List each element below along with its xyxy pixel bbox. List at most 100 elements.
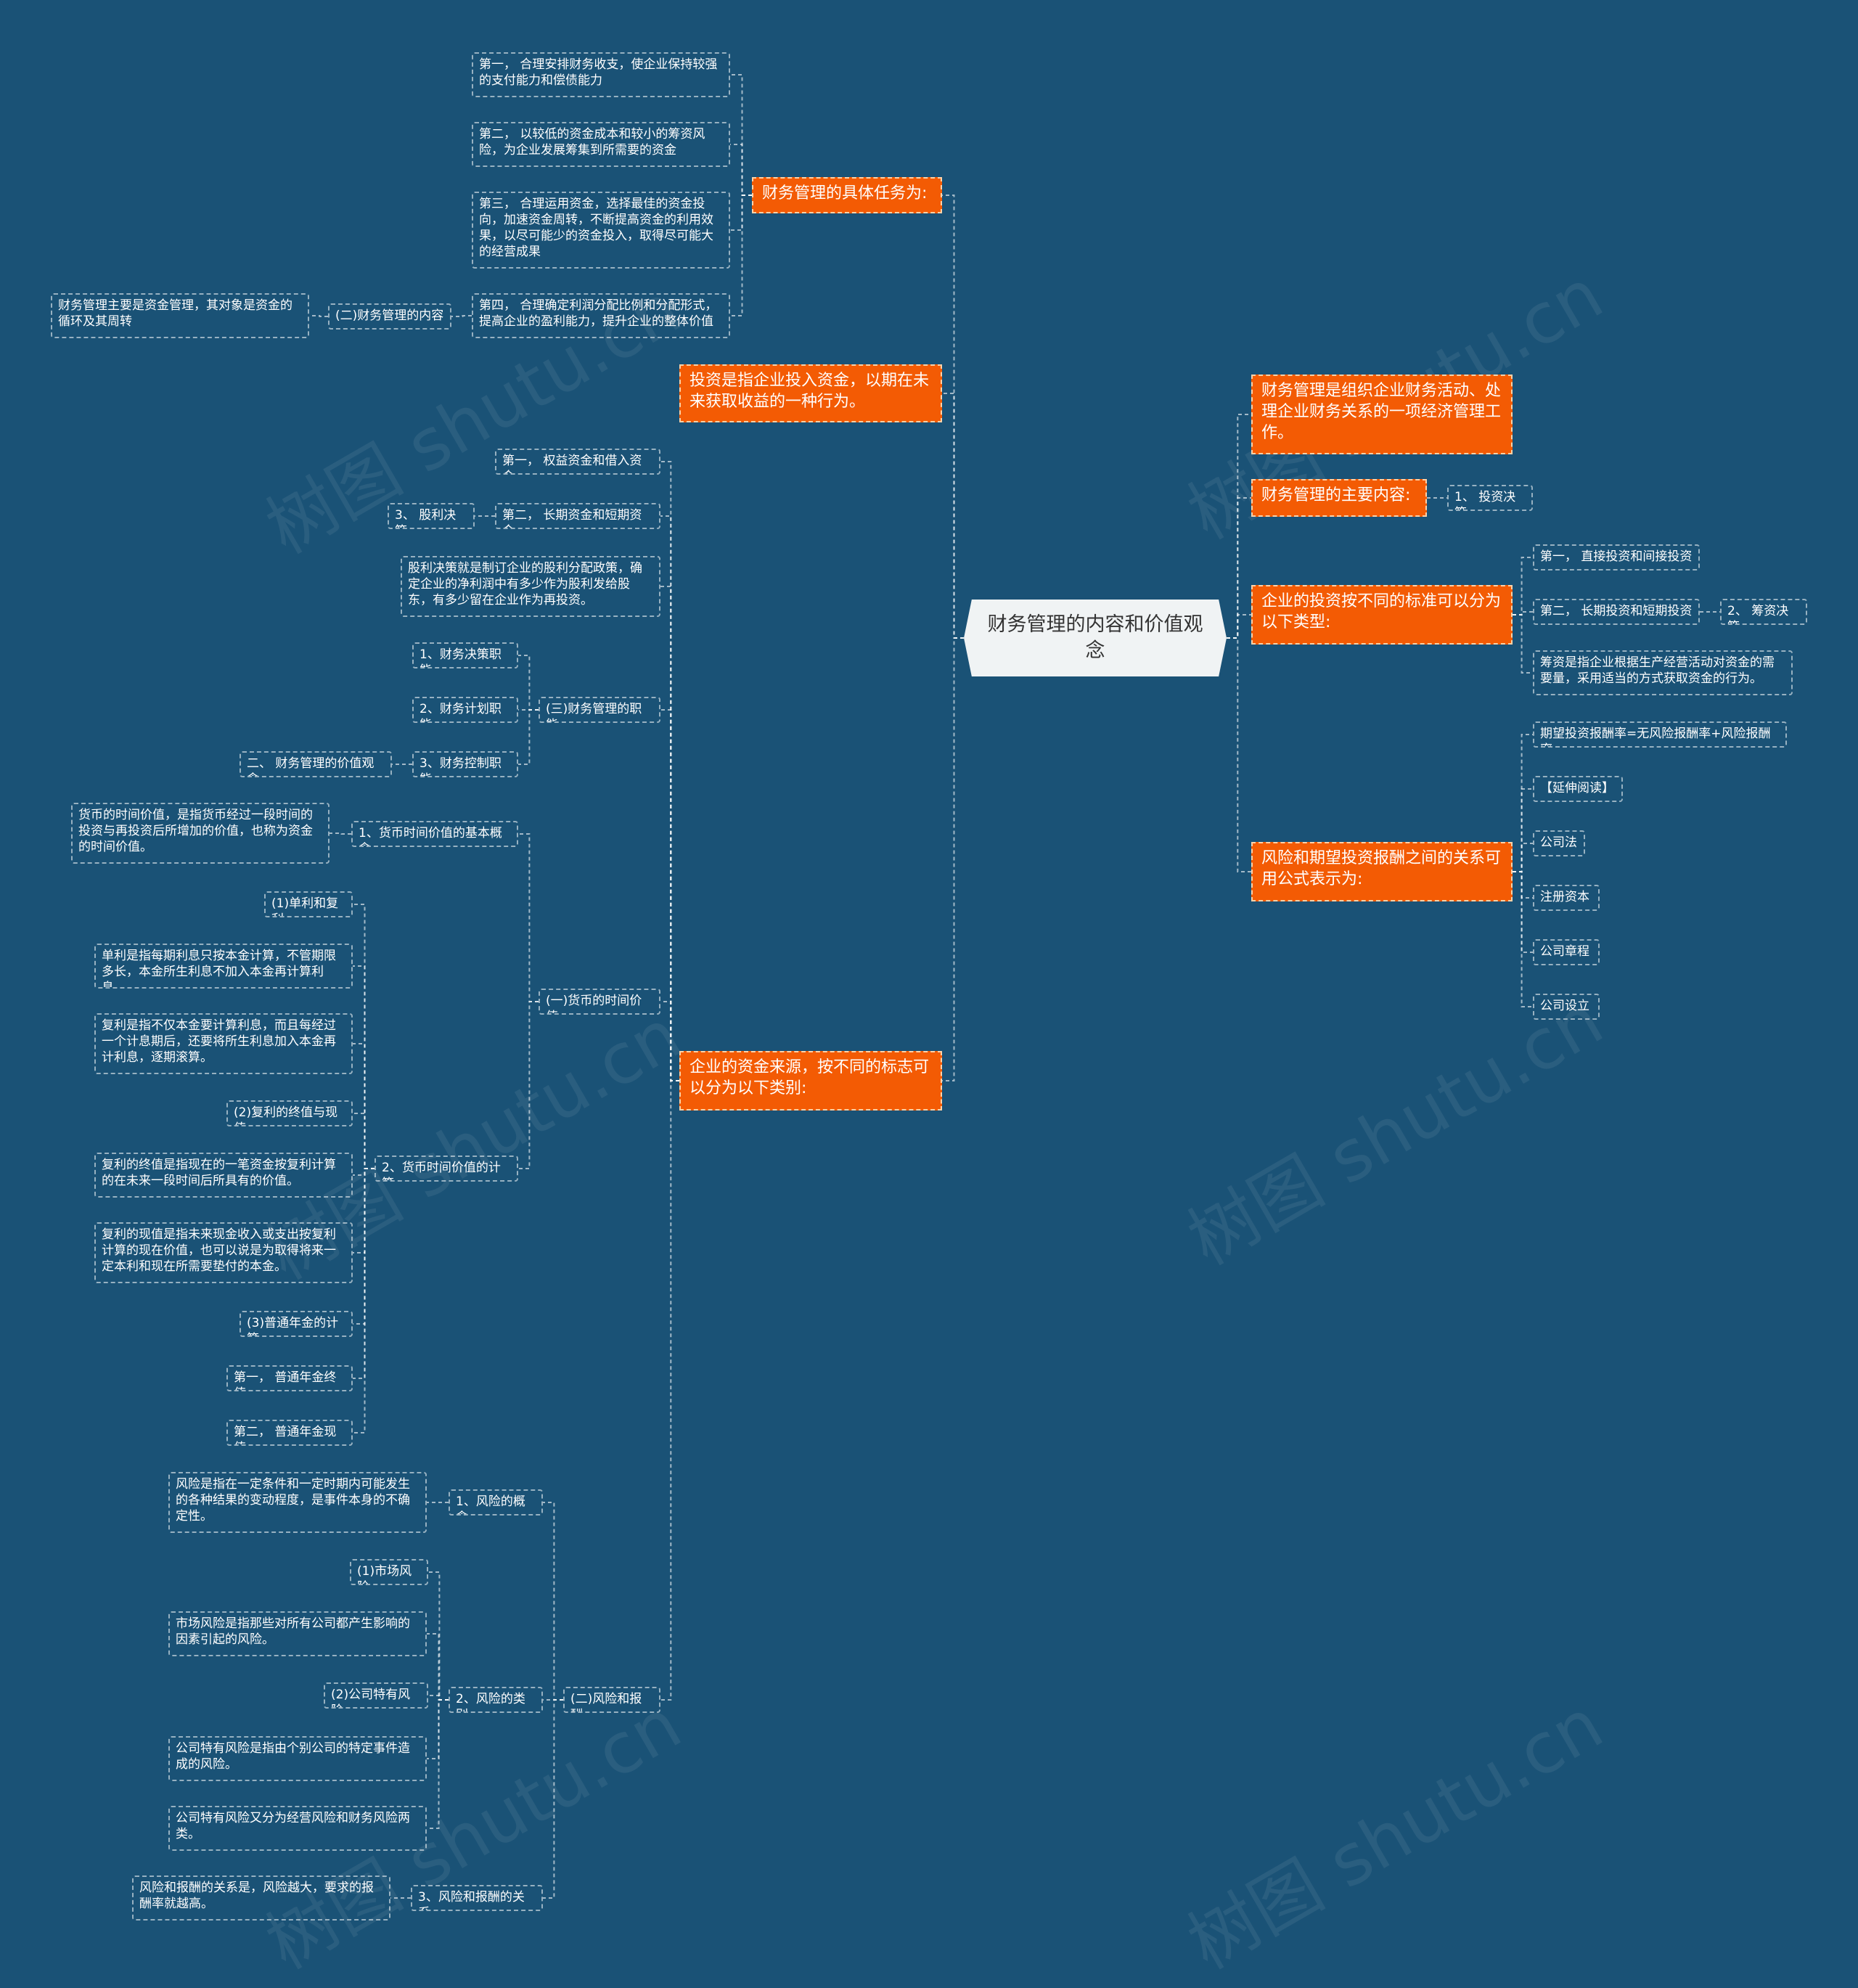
task-4-node[interactable]: 第四， 合理确定利润分配比例和分配形式，提高企业的盈利能力，提升企业的整体价值	[472, 293, 730, 338]
risk-definition-node[interactable]: 风险是指在一定条件和一定时期内可能发生的各种结果的变动程度，是事件本身的不确定性…	[168, 1472, 427, 1533]
connector-line	[353, 1168, 375, 1176]
annuity-pv-node[interactable]: 第二， 普通年金现值	[226, 1420, 353, 1446]
connector-line	[543, 1699, 563, 1899]
connector-line	[1513, 871, 1533, 953]
financing-decision-node[interactable]: 2、 筹资决策	[1720, 599, 1807, 625]
specific-risk-split-node[interactable]: 公司特有风险又分为经营风险和财务风险两类。	[168, 1806, 427, 1851]
equity-debt-node[interactable]: 第一， 权益资金和借入资金	[495, 449, 660, 475]
annuity-fv-node[interactable]: 第一， 普通年金终值	[226, 1365, 353, 1391]
connector-line	[353, 1168, 375, 1379]
simple-compound-node[interactable]: (1)单利和复利	[264, 891, 353, 917]
risk-return-formula-node[interactable]: 风险和期望投资报酬之间的关系可用公式表示为:	[1251, 842, 1513, 901]
investment-types-node[interactable]: 企业的投资按不同的标准可以分为以下类型:	[1251, 585, 1513, 645]
content-2-definition-node[interactable]: 财务管理主要是资金管理，其对象是资金的循环及其周转	[51, 293, 309, 338]
functions-node[interactable]: (三)财务管理的职能	[539, 697, 660, 723]
risk-concept-node[interactable]: 1、风险的概念	[449, 1489, 543, 1515]
connector-line	[660, 461, 679, 1081]
connector-line	[330, 833, 351, 835]
connector-line	[942, 393, 964, 639]
connector-line	[353, 1168, 375, 1253]
long-short-capital-node[interactable]: 第二， 长期资金和短期资金	[495, 503, 660, 529]
connector-line	[518, 709, 539, 765]
main-content-node[interactable]: 财务管理的主要内容:	[1251, 479, 1427, 517]
risk-types-node[interactable]: 2、风险的类别	[449, 1687, 543, 1713]
root-topic[interactable]: 财务管理的内容和价值观念	[964, 600, 1227, 676]
connector-line	[660, 586, 679, 1081]
future-value-definition-node[interactable]: 复利的终值是指现在的一笔资金按复利计算的在未来一段时间后所具有的价值。	[94, 1153, 353, 1198]
connector-line	[353, 1043, 375, 1169]
simple-interest-definition-node[interactable]: 单利是指每期利息只按本金计算，不管期限多长，本金所生利息不加入本金再计算利息。	[94, 944, 353, 989]
connector-line	[353, 1168, 375, 1433]
connector-line	[730, 144, 752, 196]
connector-line	[518, 833, 539, 1002]
market-risk-definition-node[interactable]: 市场风险是指那些对所有公司都产生影响的因素引起的风险。	[168, 1611, 427, 1656]
connector-line	[1513, 734, 1533, 872]
definition-node[interactable]: 财务管理是组织企业财务活动、处理企业财务关系的一项经济管理工作。	[1251, 375, 1513, 454]
time-value-basic-node[interactable]: 1、货币时间价值的基本概念	[351, 821, 518, 847]
content-2-node[interactable]: (二)财务管理的内容	[328, 303, 451, 330]
time-value-basic-definition-node[interactable]: 货币的时间价值，是指货币经过一段时间的投资与再投资后所增加的价值，也称为资金的时…	[71, 803, 330, 864]
investment-definition-node[interactable]: 投资是指企业投入资金，以期在未来获取收益的一种行为。	[679, 364, 942, 422]
dividend-definition-node[interactable]: 股利决策就是制订企业的股利分配政策，确定企业的净利润中有多少作为股利发给股东，有…	[401, 556, 660, 617]
function-1-node[interactable]: 1、财务决策职能	[412, 642, 518, 668]
connector-line	[1513, 871, 1533, 899]
connector-line	[1513, 557, 1533, 615]
time-value-calc-node[interactable]: 2、货币时间价值的计算	[375, 1155, 518, 1182]
dividend-decision-node[interactable]: 3、 股利决策	[388, 503, 475, 529]
risk-return-node[interactable]: (二)风险和报酬	[563, 1687, 660, 1713]
connector-line	[1513, 871, 1533, 1007]
connector-line	[353, 1113, 375, 1169]
compound-interest-definition-node[interactable]: 复利是指不仅本金要计算利息，而且每经过一个计息期后，还要将所生利息加入本金再计利…	[94, 1013, 353, 1074]
specific-risk-node[interactable]: (2)公司特有风险	[324, 1682, 428, 1709]
formula-node[interactable]: 期望投资报酬率=无风险报酬率+风险报酬率	[1533, 721, 1787, 748]
connector-line	[1227, 497, 1251, 639]
connector-line	[427, 1699, 449, 1759]
connector-line	[1227, 614, 1251, 639]
specific-tasks-node[interactable]: 财务管理的具体任务为:	[752, 177, 942, 213]
task-2-node[interactable]: 第二， 以较低的资金成本和较小的筹资风险，为企业发展筹集到所需要的资金	[472, 122, 730, 167]
specific-risk-definition-node[interactable]: 公司特有风险是指由个别公司的特定事件造成的风险。	[168, 1736, 427, 1781]
connector-line	[660, 515, 679, 1081]
time-value-node[interactable]: (一)货币的时间价值	[539, 989, 660, 1015]
connector-line	[518, 655, 539, 711]
investment-decision-node[interactable]: 1、 投资决策	[1447, 485, 1533, 511]
risk-relation-node[interactable]: 3、风险和报酬的关系	[411, 1885, 543, 1911]
connector-line	[730, 195, 752, 316]
company-setup-node[interactable]: 公司设立	[1533, 994, 1600, 1020]
connector-line	[543, 1502, 563, 1701]
task-1-node[interactable]: 第一， 合理安排财务收支，使企业保持较强的支付能力和偿债能力	[472, 52, 730, 97]
connector-line	[660, 1080, 679, 1701]
connector-line	[730, 74, 752, 196]
connector-line	[1513, 843, 1533, 872]
market-risk-node[interactable]: (1)市场风险	[350, 1559, 428, 1585]
connector-line	[660, 1001, 679, 1081]
connector-line	[427, 1633, 449, 1701]
connector-line	[1513, 788, 1533, 872]
connector-line	[660, 709, 679, 1081]
capital-sources-node[interactable]: 企业的资金来源，按不同的标志可以分为以下类别:	[679, 1051, 942, 1110]
risk-relation-definition-node[interactable]: 风险和报酬的关系是，风险越大，要求的报酬率就越高。	[132, 1875, 390, 1920]
registered-capital-node[interactable]: 注册资本	[1533, 885, 1600, 911]
read-more-node[interactable]: 【延伸阅读】	[1533, 776, 1623, 802]
value-concept-node[interactable]: 二、 财务管理的价值观念	[240, 751, 392, 777]
connector-line	[942, 637, 964, 1081]
task-3-node[interactable]: 第三， 合理运用资金，选择最佳的资金投向，加速资金周转，不断提高资金的利用效果，…	[472, 192, 730, 269]
connector-line	[427, 1699, 449, 1829]
connector-line	[1513, 614, 1533, 674]
function-2-node[interactable]: 2、财务计划职能	[412, 697, 518, 723]
long-short-investment-node[interactable]: 第二， 长期投资和短期投资	[1533, 599, 1700, 625]
annuity-calc-node[interactable]: (3)普通年金的计算	[240, 1311, 353, 1337]
articles-node[interactable]: 公司章程	[1533, 939, 1600, 965]
connector-line	[353, 965, 375, 1169]
connector-line	[942, 195, 964, 639]
direct-indirect-investment-node[interactable]: 第一， 直接投资和间接投资	[1533, 544, 1700, 570]
company-law-node[interactable]: 公司法	[1533, 830, 1585, 856]
fv-pv-node[interactable]: (2)复利的终值与现值	[226, 1100, 353, 1126]
connector-line	[730, 195, 752, 231]
connector-line	[1227, 637, 1251, 872]
present-value-definition-node[interactable]: 复利的现值是指未来现金收入或支出按复利计算的现在价值，也可以说是为取得将来一定本…	[94, 1222, 353, 1283]
function-3-node[interactable]: 3、财务控制职能	[412, 751, 518, 777]
financing-definition-node[interactable]: 筹资是指企业根据生产经营活动对资金的需要量，采用适当的方式获取资金的行为。	[1533, 650, 1793, 695]
